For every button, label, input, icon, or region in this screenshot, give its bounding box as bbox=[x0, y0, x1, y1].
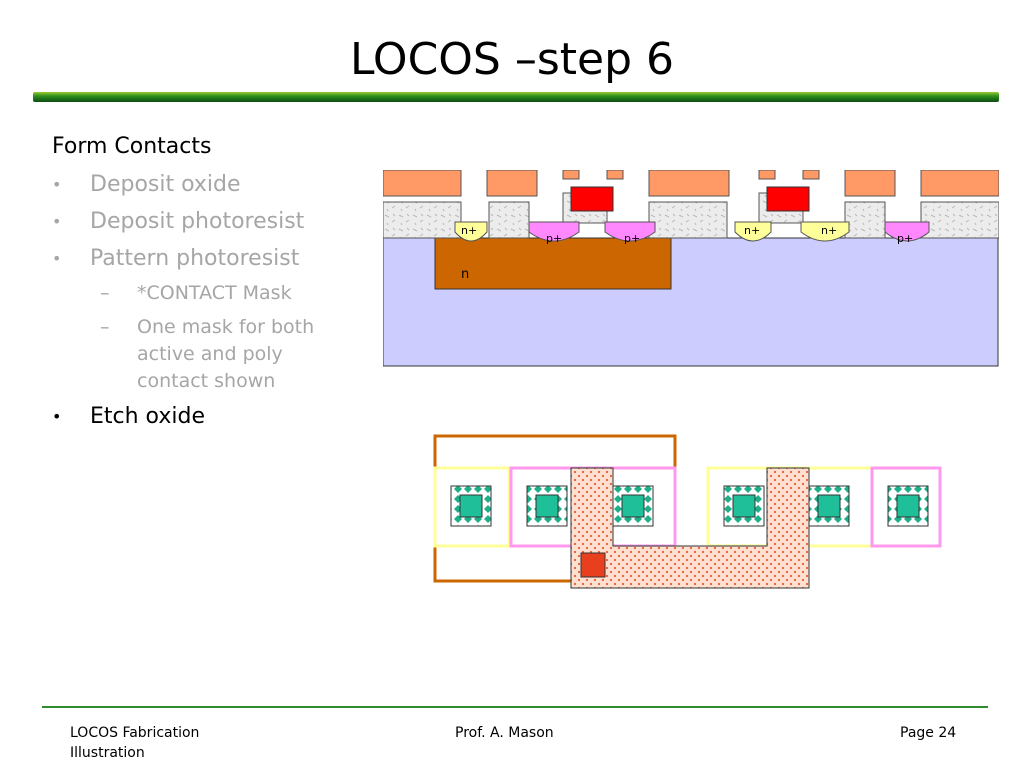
sub-bullet-dash: – bbox=[100, 316, 110, 338]
sub-bullet-dash: – bbox=[100, 282, 110, 304]
bullet-item: • Deposit photoresist bbox=[52, 209, 304, 234]
n-plus-diffusion bbox=[454, 221, 850, 242]
label-n-well: n bbox=[461, 267, 469, 282]
sub-bullet-text: *CONTACT Mask bbox=[137, 282, 292, 304]
bullet-text: Deposit photoresist bbox=[90, 209, 305, 234]
label-p-plus: p+ bbox=[546, 232, 562, 245]
section-heading: Form Contacts bbox=[52, 134, 212, 159]
layout-diagram bbox=[433, 434, 942, 589]
poly-gate bbox=[766, 186, 810, 212]
bullet-dot: • bbox=[52, 175, 62, 194]
bullet-dot: • bbox=[52, 212, 62, 231]
bullet-text: Etch oxide bbox=[90, 404, 205, 429]
bullet-dot: • bbox=[52, 407, 62, 426]
sub-bullet-text-cont: contact shown bbox=[137, 370, 276, 392]
footer-left-line: LOCOS Fabrication bbox=[70, 725, 200, 741]
label-n-plus: n+ bbox=[821, 224, 837, 237]
bullet-item-active: • Etch oxide bbox=[52, 404, 205, 429]
bullet-text: Pattern photoresist bbox=[90, 246, 300, 271]
sub-bullet-text: One mask for both bbox=[137, 316, 315, 338]
label-n-plus: n+ bbox=[461, 224, 477, 237]
label-p-plus: p+ bbox=[897, 232, 913, 245]
footer-left: LOCOS Fabrication Illustration bbox=[70, 723, 199, 763]
bullet-dot: • bbox=[52, 249, 62, 268]
footer-center: Prof. A. Mason bbox=[455, 725, 554, 741]
contact-squares bbox=[450, 485, 929, 527]
footer-page-number: Page 24 bbox=[900, 725, 957, 741]
poly-gate bbox=[570, 186, 614, 212]
bullet-text: Deposit oxide bbox=[90, 172, 241, 197]
label-n-plus: n+ bbox=[744, 224, 760, 237]
bullet-item: • Deposit oxide bbox=[52, 172, 241, 197]
sub-bullet-text-cont: active and poly bbox=[137, 343, 283, 365]
sub-bullet-item: – *CONTACT Mask bbox=[52, 282, 292, 304]
title-divider bbox=[33, 92, 999, 102]
poly-contact bbox=[580, 552, 606, 578]
footer-divider bbox=[42, 706, 988, 708]
p-active-region bbox=[870, 466, 942, 548]
bullet-item: • Pattern photoresist bbox=[52, 246, 299, 271]
slide-title: LOCOS –step 6 bbox=[349, 34, 674, 85]
n-well bbox=[434, 237, 672, 290]
cross-section-diagram: n n+ p+ p+ n+ n+ p+ bbox=[383, 170, 999, 367]
photoresist bbox=[383, 170, 999, 197]
poly-layer bbox=[570, 467, 810, 589]
p-plus-diffusion bbox=[528, 221, 930, 242]
footer-left-line: Illustration bbox=[70, 745, 145, 761]
sub-bullet-item: – One mask for both bbox=[52, 316, 314, 338]
label-p-plus: p+ bbox=[624, 232, 640, 245]
n-active-region bbox=[433, 466, 511, 548]
